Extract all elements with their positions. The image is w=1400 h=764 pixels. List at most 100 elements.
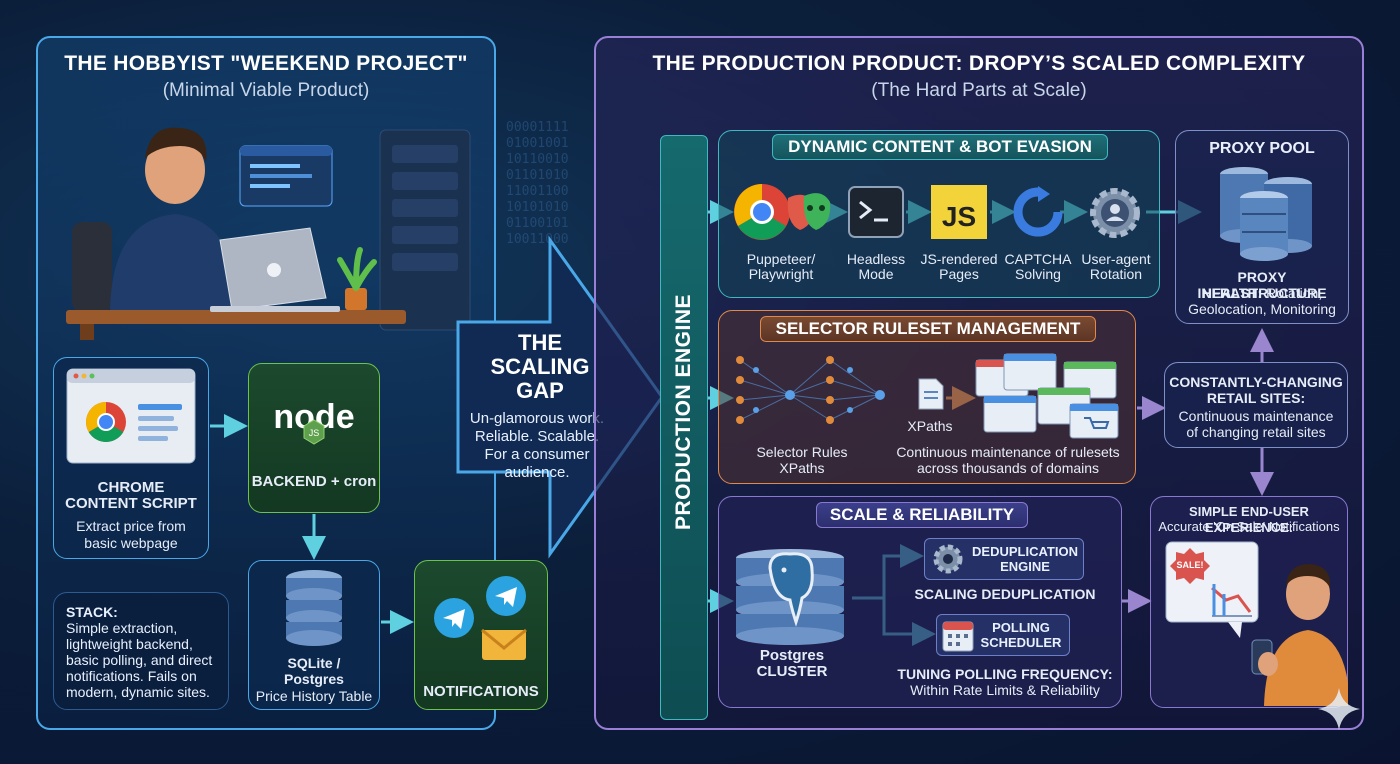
dedup-label-1: DEDUPLICATION (972, 544, 1078, 559)
gap-line: Un-glamorous work. (469, 410, 605, 427)
dynamic-item-1-l1: Puppeteer/ (746, 251, 816, 267)
dynamic-item-3-l2: Pages (939, 266, 979, 282)
dynamic-content-title: DYNAMIC CONTENT & BOT EVASION (772, 134, 1108, 160)
postgres-label-1: Postgres (759, 647, 825, 664)
svg-text:JS: JS (309, 428, 320, 438)
db-title-1: SQLite / (287, 655, 341, 671)
mail-icon (481, 628, 527, 660)
end-user-illustration (1165, 541, 1348, 706)
retail-desc-1: Continuous maintenance (1178, 408, 1334, 424)
tuning-label-1: TUNING POLLING FREQUENCY: (897, 666, 1113, 682)
stack-line: Simple extraction, (66, 620, 178, 636)
proxy-pool-title: PROXY POOL (1209, 140, 1315, 157)
gap-line: audience. (504, 464, 570, 481)
dynamic-item-5-l2: Rotation (1089, 266, 1143, 282)
dedup-label-2: ENGINE (1000, 559, 1050, 574)
terminal-icon (848, 186, 904, 238)
stack-line: notifications. Fails on (66, 668, 197, 684)
tuning-label-2: Within Rate Limits & Reliability (910, 682, 1100, 698)
polling-label-1: POLLING (992, 620, 1050, 635)
svg-text:JS: JS (942, 201, 976, 232)
code-window-icon (239, 145, 333, 207)
retail-desc-2: of changing retail sites (1186, 424, 1326, 440)
retail-sites-box[interactable] (1164, 362, 1348, 448)
dynamic-item-5-l1: User-agent (1081, 251, 1151, 267)
dynamic-item-1-l2: Playwright (748, 266, 814, 282)
proxy-health-3: Geolocation, Monitoring (1188, 301, 1336, 317)
chrome-desc-2: basic webpage (84, 535, 178, 551)
binary-line: 10110010 (506, 152, 569, 167)
captcha-icon (1013, 186, 1063, 237)
stack-title: STACK: (66, 604, 118, 620)
retail-title-1: CONSTANTLY-CHANGING (1169, 374, 1343, 390)
web-pages-stack-icon (975, 353, 1119, 439)
retail-title-2: RETAIL SITES: (1206, 390, 1306, 406)
sale-badge-label: SALE! (1176, 560, 1204, 570)
binary-background: 00001111 01001001 10110010 01101010 1100… (506, 120, 586, 480)
proxy-health-2a: HEALTH: (1201, 285, 1263, 301)
proxy-health-2b: Rotation, (1262, 285, 1323, 301)
javascript-icon: JS (931, 185, 987, 239)
xpaths-label: XPaths (907, 418, 953, 434)
production-subtitle: (The Hard Parts at Scale) (871, 80, 1087, 101)
dynamic-item-4-l2: Solving (1015, 266, 1061, 282)
selector-ruleset-title: SELECTOR RULESET MANAGEMENT (760, 316, 1096, 342)
left-flow-arrows (210, 414, 414, 634)
dynamic-item-3-l1: JS-rendered (920, 251, 998, 267)
chrome-title: CHROME (97, 479, 165, 496)
dedup-caption: SCALING DEDUPLICATION (914, 586, 1096, 602)
database-icon (286, 570, 342, 646)
gap-title-1: THE (518, 330, 562, 355)
server-rack-icon (379, 129, 471, 331)
neural-network-icon (736, 356, 885, 424)
hobbyist-title: THE HOBBYIST "WEEKEND PROJECT" (64, 52, 468, 75)
gap-title-3: GAP (516, 378, 564, 403)
selector-rules-1: Selector Rules (756, 444, 848, 460)
enduser-title-1: SIMPLE END-USER EXPERIENCE: (1189, 504, 1309, 535)
telegram-icon (486, 576, 526, 616)
telegram-icon (434, 598, 474, 638)
selector-maint-1: Continuous maintenance of rulesets (896, 444, 1120, 460)
stack-line: lightweight backend, (66, 636, 193, 652)
chrome-browser-icon (66, 368, 196, 464)
postgres-label-2: CLUSTER (756, 663, 828, 680)
dynamic-item-2-l1: Headless (846, 251, 906, 267)
chrome-desc-1: Extract price from (76, 518, 186, 534)
proxy-servers-icon (1220, 167, 1312, 261)
scale-reliability-title: SCALE & RELIABILITY (816, 502, 1028, 528)
backend-label: BACKEND + cron (251, 473, 377, 490)
calendar-icon (942, 621, 974, 652)
enduser-title-2: Accurate 'On Sale' Notifications (1158, 519, 1340, 534)
stack-card (53, 592, 229, 710)
sparkle-icon (1318, 688, 1360, 730)
dedup-gear-icon (933, 544, 963, 574)
dynamic-item-2-l2: Mode (858, 266, 894, 282)
gap-line: For a consumer (484, 446, 590, 463)
proxy-health-2: HEALTH: Rotation, (1175, 285, 1349, 301)
binary-line: 01101010 (506, 168, 569, 183)
notifications-label: NOTIFICATIONS (423, 683, 539, 700)
db-title-2: Postgres (284, 671, 344, 687)
gap-line: Reliable. Scalable. (474, 428, 600, 445)
binary-line: 11001100 (506, 184, 569, 199)
stack-line: basic polling, and direct (66, 652, 213, 668)
developer-illustration (66, 127, 471, 340)
proxy-health-1: PROXY INFRASTRUCTURE (1197, 269, 1327, 301)
postgres-cluster-icon (736, 549, 844, 645)
chrome-title-2: CONTENT SCRIPT (65, 495, 197, 512)
binary-line: 01100101 (506, 216, 569, 231)
binary-line: 01001001 (506, 136, 569, 151)
document-icon (918, 378, 944, 410)
puppeteer-playwright-icon (734, 184, 831, 240)
postgres-elephant-icon (768, 552, 814, 627)
polling-label-2: SCHEDULER (980, 635, 1062, 650)
hobbyist-subtitle: (Minimal Viable Product) (162, 80, 370, 101)
binary-line: 00001111 (506, 120, 569, 135)
binary-line: 10101010 (506, 200, 569, 215)
telegram-mail-icons (434, 576, 527, 660)
dynamic-item-4-l1: CAPTCHA (1004, 251, 1072, 267)
production-title: THE PRODUCTION PRODUCT: DROPY’S SCALED C… (652, 52, 1306, 75)
selector-rules-2: XPaths (779, 460, 825, 476)
production-engine-bar[interactable] (660, 135, 708, 720)
gap-title-2: SCALING (490, 354, 590, 379)
